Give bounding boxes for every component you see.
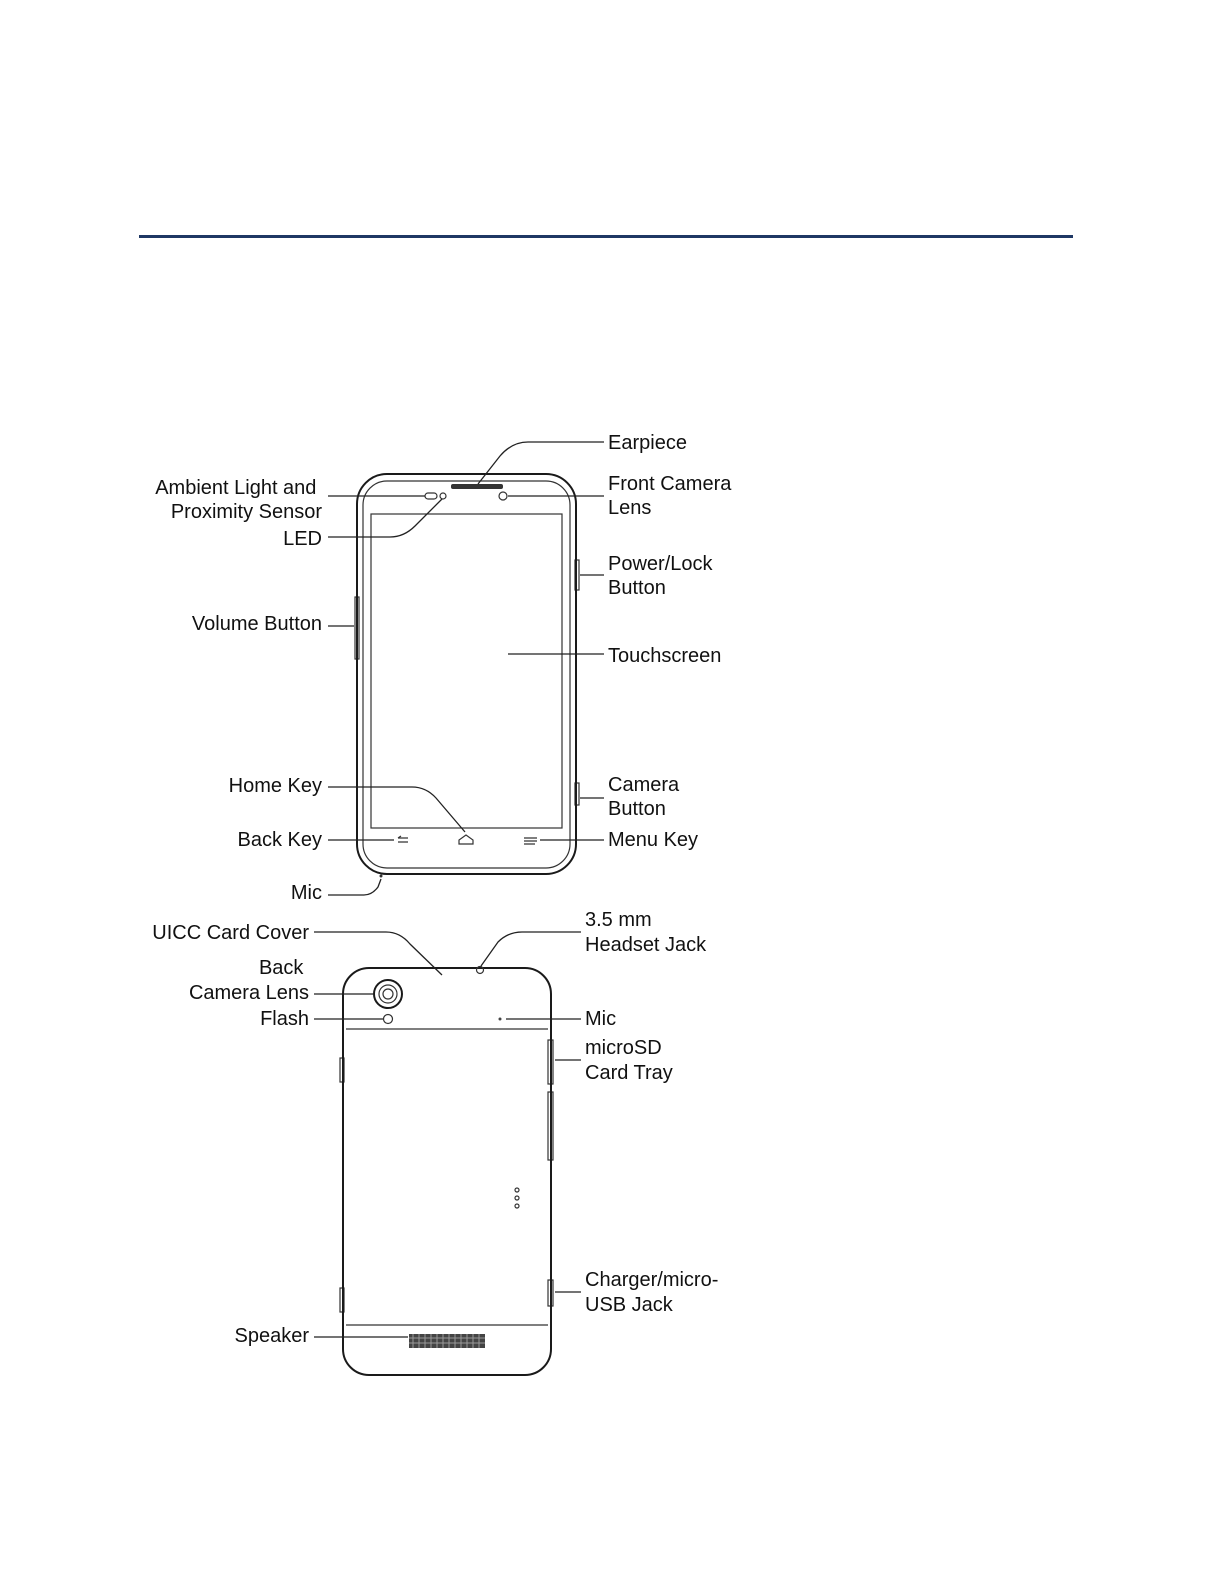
speaker-grille — [409, 1334, 485, 1348]
back-camera-inner — [383, 989, 393, 999]
front-phone — [355, 474, 579, 878]
menu-key-icon — [524, 838, 537, 844]
back-key-label: Back Key — [238, 829, 322, 851]
front-camera-shape — [499, 492, 507, 500]
front-label-group: Earpiece Ambient Light and Proximity Sen… — [155, 432, 737, 904]
back-camera-mid — [379, 985, 397, 1003]
front-inner-bezel — [363, 481, 570, 868]
headset-leader — [481, 932, 581, 966]
back-label-group: UICC Card Cover 3.5 mm Headset Jack Back… — [152, 909, 724, 1347]
speaker-label: Speaker — [235, 1325, 310, 1347]
earpiece-shape — [451, 484, 503, 489]
back-key-icon — [398, 836, 408, 842]
front-camera-label: Front Camera Lens — [608, 473, 737, 519]
back-camera-outer — [374, 980, 402, 1008]
home-key-label: Home Key — [229, 775, 322, 797]
power-lock-label: Power/Lock Button — [608, 553, 718, 599]
front-mic-shape — [380, 875, 383, 878]
earpiece-label: Earpiece — [608, 432, 687, 454]
charger-label: Charger/micro- USB Jack — [585, 1269, 724, 1316]
back-phone — [340, 967, 553, 1376]
uicc-label: UICC Card Cover — [152, 922, 309, 944]
ambient-light-label: Ambient Light and Proximity Sensor — [155, 477, 322, 523]
menu-key-label: Menu Key — [608, 829, 698, 851]
home-key-leader — [328, 787, 465, 832]
back-mic-label: Mic — [585, 1008, 616, 1030]
mic-leader — [328, 879, 381, 895]
touchscreen-shape — [371, 514, 562, 828]
front-mic-label: Mic — [291, 882, 322, 904]
earpiece-leader — [478, 442, 604, 484]
led-shape — [440, 493, 446, 499]
led-label: LED — [283, 528, 322, 550]
ambient-light-sensor-shape — [425, 493, 437, 499]
back-mic-shape — [499, 1018, 502, 1021]
flash-label: Flash — [260, 1008, 309, 1030]
back-camera-label: Back Camera Lens — [189, 957, 309, 1004]
headset-jack-label: 3.5 mm Headset Jack — [585, 909, 707, 956]
home-key-icon — [459, 835, 473, 844]
front-body — [357, 474, 576, 874]
flash-shape — [384, 1015, 393, 1024]
microsd-label: microSD Card Tray — [585, 1037, 673, 1084]
back-dot-1 — [515, 1188, 519, 1192]
touchscreen-label: Touchscreen — [608, 645, 721, 667]
led-leader — [328, 499, 442, 537]
back-dot-3 — [515, 1204, 519, 1208]
back-dot-2 — [515, 1196, 519, 1200]
back-leaders — [314, 932, 581, 1337]
volume-button-label: Volume Button — [192, 613, 322, 635]
camera-button-label: Camera Button — [608, 774, 685, 820]
